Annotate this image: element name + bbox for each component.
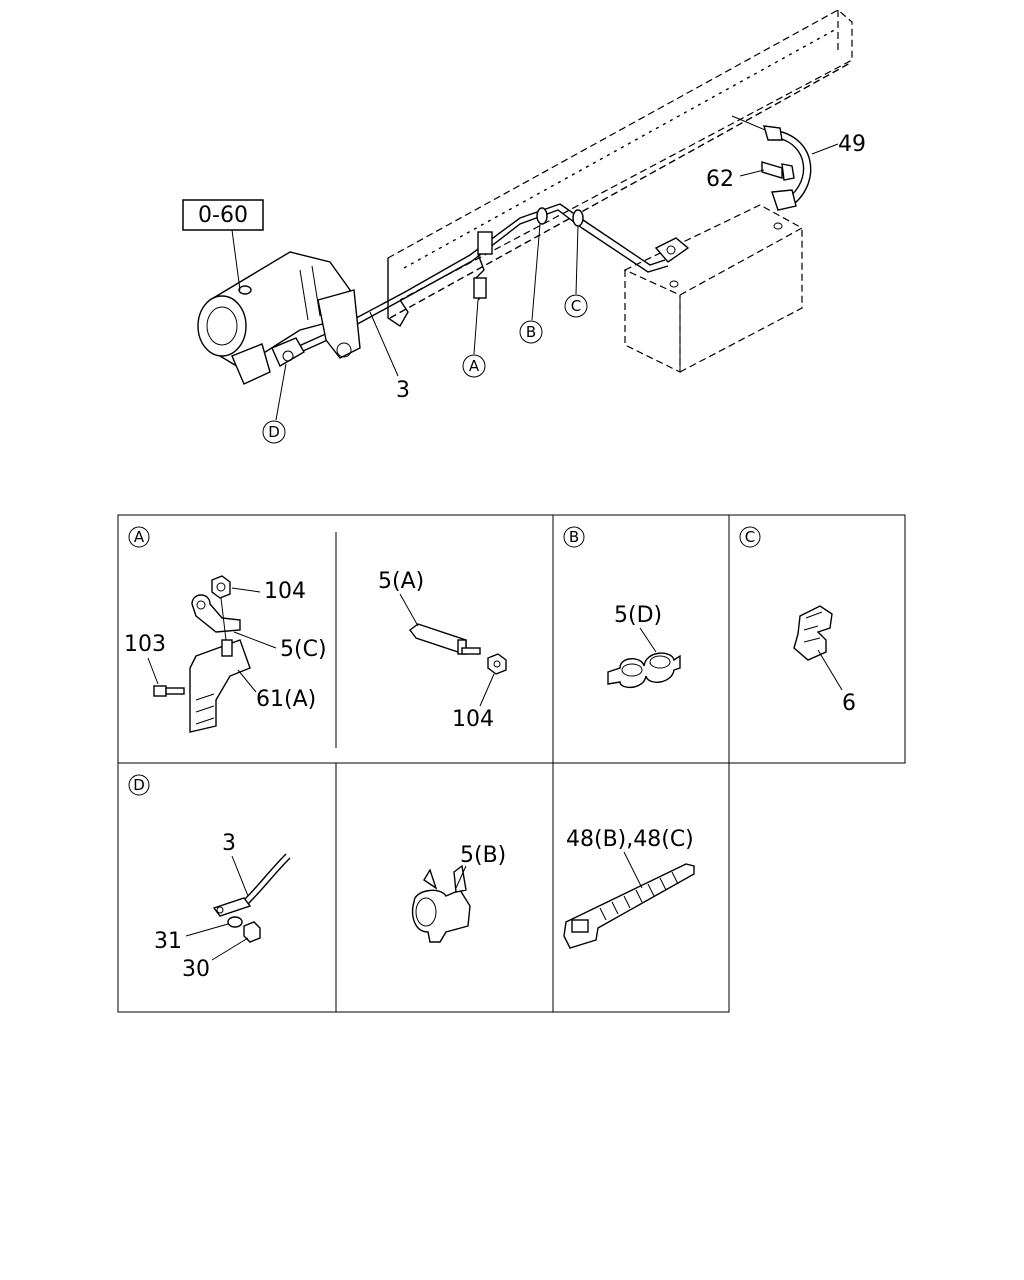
clip-5c-label: 5(C) — [280, 637, 327, 662]
reference-box-label: 0-60 — [198, 203, 248, 228]
ties-48-label: 48(B),48(C) — [566, 827, 694, 852]
ground-cable-label: 49 — [838, 132, 866, 157]
callout-b: B — [519, 223, 543, 344]
detail-panel-c: C 6 — [739, 526, 856, 716]
callout-c: C — [564, 225, 588, 318]
detail-panel-d: D 3 31 30 — [128, 774, 291, 982]
nut-104-label: 104 — [264, 579, 306, 604]
main-assembly-view: 0-60 3 49 62 A B C D — [182, 9, 866, 444]
detail-panel-e: 5(B) — [411, 843, 506, 943]
battery-cable-route — [289, 203, 690, 357]
svg-text:B: B — [526, 323, 536, 341]
detail-panel-a-right: 5(A) 104 — [378, 569, 507, 732]
grommet-6-label: 6 — [842, 691, 856, 716]
washer-31-label: 31 — [154, 929, 182, 954]
panel-a-tag: A — [134, 528, 145, 546]
svg-text:C: C — [571, 297, 581, 315]
callout-d: D — [262, 363, 287, 444]
nut-104b-label: 104 — [452, 707, 494, 732]
cable-3-label: 3 — [222, 831, 236, 856]
starter-motor — [197, 251, 361, 385]
cable-label: 3 — [396, 378, 410, 403]
panel-d-tag: D — [133, 776, 145, 794]
bolt-label: 62 — [706, 167, 734, 192]
callout-a: A — [462, 299, 486, 378]
clip-5b-label: 5(B) — [460, 843, 506, 868]
detail-panel-b: B 5(D) — [563, 526, 681, 689]
detail-panel-f: 48(B),48(C) — [563, 827, 695, 949]
ground-cable — [731, 115, 812, 211]
reference-box: 0-60 — [182, 199, 264, 291]
panel-b-tag: B — [569, 528, 579, 546]
frame-rail — [387, 9, 853, 327]
svg-text:D: D — [268, 423, 280, 441]
clip-5d-label: 5(D) — [614, 603, 662, 628]
bolt-103-label: 103 — [124, 632, 166, 657]
panel-c-tag: C — [745, 528, 755, 546]
clip-5a-label: 5(A) — [378, 569, 424, 594]
detail-panel-a: A 104 103 5(C) 61(A) — [124, 526, 327, 733]
detail-grid — [117, 514, 906, 1013]
bracket-61a-label: 61(A) — [256, 687, 316, 712]
svg-text:A: A — [469, 357, 480, 375]
battery — [623, 204, 804, 373]
nut-30-label: 30 — [182, 957, 210, 982]
